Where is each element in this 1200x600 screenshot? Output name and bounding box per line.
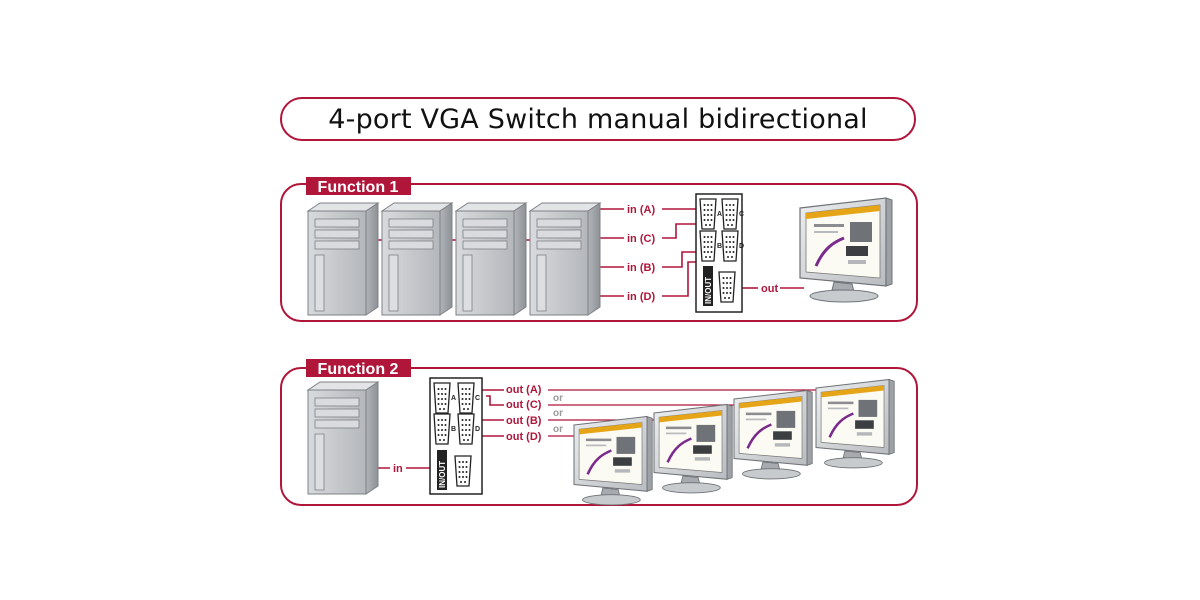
function1-tab: Function 1 <box>306 177 411 196</box>
port2-letter-c: C <box>475 395 480 402</box>
function1-pcs <box>307 202 601 316</box>
output2-label-c: out (C) <box>506 399 542 411</box>
or-separator-1: or <box>553 393 563 404</box>
function1-frame <box>280 183 918 322</box>
pc-tower-3 <box>455 202 527 316</box>
function1-vga-switch: A C B D IN/OUT <box>695 193 744 313</box>
title-box: 4-port VGA Switch manual bidirectional <box>280 97 916 141</box>
monitor-a <box>814 378 896 470</box>
vga2-port-a <box>433 382 451 414</box>
vga2-port-d <box>457 413 475 445</box>
input-label-c: in (C) <box>627 233 655 245</box>
port-letter-c: C <box>739 211 744 218</box>
port-letter-a: A <box>717 211 722 218</box>
port2-letter-a: A <box>451 395 456 402</box>
vga2-port-b <box>433 413 451 445</box>
input-label-d: in (D) <box>627 291 655 303</box>
input2-label: in <box>393 463 403 475</box>
or-separator-3: or <box>553 424 563 435</box>
vga-port-d <box>721 230 739 262</box>
function2-pc <box>307 381 379 495</box>
function2-monitors <box>572 378 896 507</box>
pc-tower-source <box>307 381 379 495</box>
vga-port-inout <box>718 271 736 303</box>
monitor-d <box>572 415 654 507</box>
io-label: IN/OUT <box>704 277 713 304</box>
port2-letter-b: B <box>451 426 456 433</box>
monitor-c <box>732 389 814 481</box>
output-label: out <box>761 283 778 295</box>
diagram-title: 4-port VGA Switch manual bidirectional <box>328 103 868 135</box>
pc-tower-4 <box>529 202 601 316</box>
port-letter-d: D <box>739 243 744 250</box>
function1-label: Function 1 <box>318 179 399 196</box>
vga2-port-c <box>457 382 475 414</box>
vga-port-a <box>699 198 717 230</box>
function2-or-separators: or or or <box>553 393 563 435</box>
port2-letter-d: D <box>475 426 480 433</box>
function2-tab: Function 2 <box>306 359 411 378</box>
function2-label: Function 2 <box>318 361 399 378</box>
or-separator-2: or <box>553 408 563 419</box>
output2-label-d: out (D) <box>506 431 542 443</box>
vga-port-b <box>699 230 717 262</box>
port-letter-b: B <box>717 243 722 250</box>
function1-input-labels: in (A) in (C) in (B) in (D) out <box>627 204 778 303</box>
input-label-b: in (B) <box>627 262 655 274</box>
pc-tower-2 <box>381 202 453 316</box>
output2-label-a: out (A) <box>506 384 542 396</box>
vga2-port-inout <box>454 455 472 487</box>
pc-tower-1 <box>307 202 379 316</box>
monitor-b <box>652 403 734 495</box>
function2-frame <box>280 367 918 506</box>
input-label-a: in (A) <box>627 204 655 216</box>
function2-vga-switch: A C B D IN/OUT <box>429 377 483 495</box>
io2-label: IN/OUT <box>438 461 447 488</box>
output2-label-b: out (B) <box>506 415 542 427</box>
function1-monitor <box>798 196 894 304</box>
vga-port-c <box>721 198 739 230</box>
function2-labels: in out (A) out (C) out (B) out (D) <box>393 384 542 475</box>
